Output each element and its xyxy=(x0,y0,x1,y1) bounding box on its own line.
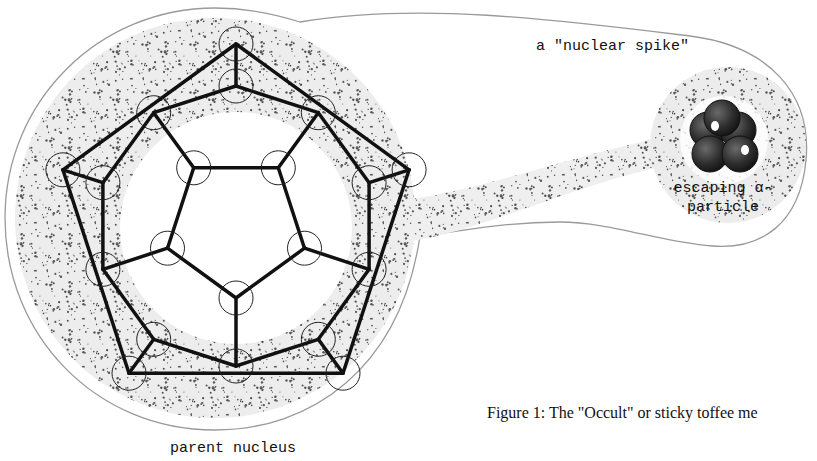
spike-label: a "nuclear spike" xyxy=(536,38,689,55)
bond-line xyxy=(318,113,369,183)
dodecahedron-cluster xyxy=(46,27,426,390)
bond-line xyxy=(154,339,236,366)
spike-blob xyxy=(650,67,806,223)
figure-caption: Figure 1: The "Occult" or sticky toffee … xyxy=(487,404,758,422)
bond-line xyxy=(63,170,103,183)
nucleon-circle xyxy=(112,356,146,390)
nucleus-stipple xyxy=(15,18,415,418)
nucleon-circle xyxy=(86,252,120,286)
nucleon-circle xyxy=(352,252,386,286)
bond-line xyxy=(63,170,129,373)
nucleon-circle xyxy=(137,96,171,130)
nucleon-circle xyxy=(219,69,253,103)
alpha-cavity xyxy=(680,96,768,184)
bond-line xyxy=(343,170,409,373)
bond-line xyxy=(369,170,409,183)
spike-neck xyxy=(405,140,655,242)
bond-line xyxy=(154,86,236,113)
nucleon-circle xyxy=(219,281,253,315)
bond-line xyxy=(101,183,105,270)
nucleon-circle xyxy=(288,231,322,265)
bond-line xyxy=(305,248,370,269)
nucleon-circle xyxy=(326,356,360,390)
alpha-particle xyxy=(690,100,758,172)
bond-line xyxy=(318,269,369,339)
spike-blob-stipple xyxy=(650,67,806,223)
bond-line xyxy=(103,248,168,269)
bond-line xyxy=(103,269,154,339)
nucleon-circle xyxy=(219,349,253,383)
nucleon-circle xyxy=(352,166,386,200)
bond-line xyxy=(154,113,194,168)
nucleus-shell xyxy=(15,18,415,418)
nucleon-circle xyxy=(46,153,80,187)
bond-line xyxy=(234,298,238,366)
nucleon-circle xyxy=(151,231,185,265)
nucleon-circle xyxy=(261,151,295,185)
nucleon-circle xyxy=(137,322,171,356)
bond-line xyxy=(168,168,194,248)
alpha-label: escaping α-particle xyxy=(668,180,778,218)
bond-line xyxy=(236,86,318,113)
nucleon-circle xyxy=(177,151,211,185)
nucleon-circle xyxy=(301,322,335,356)
bond-line xyxy=(236,339,318,366)
bond-line xyxy=(129,371,343,375)
outer-outline xyxy=(5,8,807,430)
bond-line xyxy=(236,44,409,170)
spike-neck-stipple xyxy=(405,140,655,242)
bond-line xyxy=(63,44,236,170)
nucleon-circle xyxy=(301,96,335,130)
bond-line xyxy=(278,168,304,248)
bond-line xyxy=(278,113,318,168)
bond-line xyxy=(234,44,238,86)
bond-line xyxy=(236,248,305,298)
bond-line xyxy=(168,248,237,298)
nucleon-circle xyxy=(86,166,120,200)
nucleus-label: parent nucleus xyxy=(170,440,296,457)
bond-line xyxy=(194,166,279,170)
nucleon-circle xyxy=(219,27,253,61)
nucleon-circle xyxy=(392,153,426,187)
bond-line xyxy=(367,183,371,270)
bond-line xyxy=(103,113,154,183)
